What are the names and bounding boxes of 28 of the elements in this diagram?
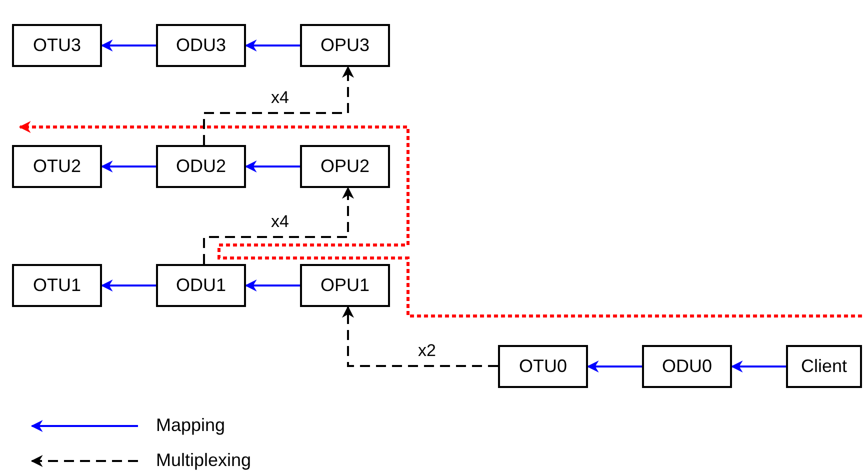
legend-label: Mapping bbox=[156, 416, 226, 434]
process-box: ODU3 bbox=[156, 24, 246, 67]
arrow bbox=[100, 280, 156, 292]
process-box: Client bbox=[786, 345, 862, 388]
process-box: OTU2 bbox=[12, 145, 102, 188]
process-box: OTU1 bbox=[12, 264, 102, 307]
dashed-arrow bbox=[203, 186, 354, 264]
process-box: OPU1 bbox=[300, 264, 390, 307]
process-box: ODU2 bbox=[156, 145, 246, 188]
edge-label: x2 bbox=[418, 342, 436, 359]
arrow bbox=[100, 160, 156, 172]
arrow bbox=[244, 280, 300, 292]
arrow bbox=[244, 40, 300, 52]
edge-label: x4 bbox=[271, 89, 289, 106]
arrow bbox=[586, 360, 642, 372]
process-box: ODU1 bbox=[156, 264, 246, 307]
process-box: OTU3 bbox=[12, 24, 102, 67]
process-box: OTU0 bbox=[498, 345, 588, 388]
dashed-arrow bbox=[342, 306, 498, 367]
dashed-arrow bbox=[203, 66, 354, 145]
arrow bbox=[730, 360, 786, 372]
process-box: OPU3 bbox=[300, 24, 390, 67]
arrow bbox=[100, 40, 156, 52]
arrow bbox=[244, 160, 300, 172]
process-box: OPU2 bbox=[300, 145, 390, 188]
process-box: ODU0 bbox=[642, 345, 732, 388]
legend-label: Multiplexing bbox=[156, 451, 252, 469]
edge-label: x4 bbox=[271, 213, 289, 230]
